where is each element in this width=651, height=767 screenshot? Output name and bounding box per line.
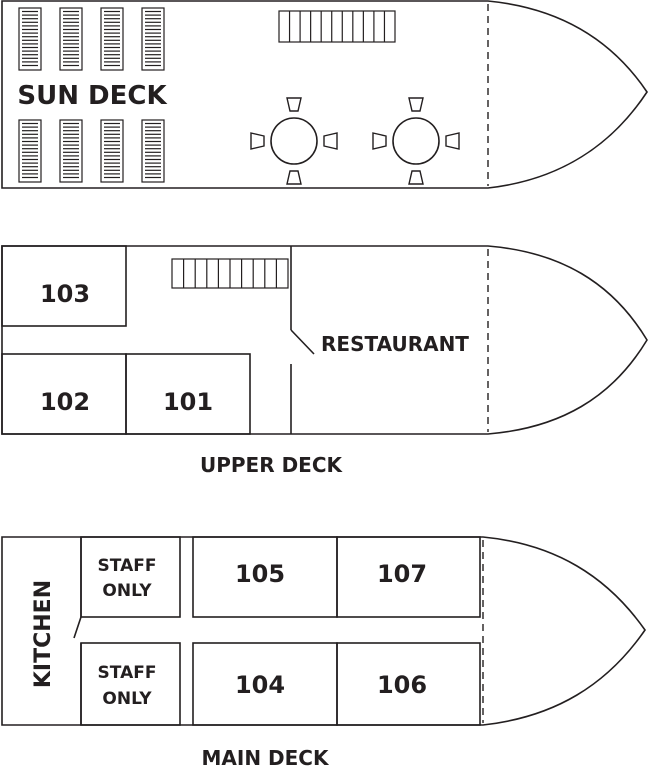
lounger-frame xyxy=(100,7,124,71)
sun-deck-stairs xyxy=(278,10,396,43)
sun-lounger xyxy=(141,7,165,71)
staff-room-top xyxy=(80,536,181,618)
chair-bottom xyxy=(408,170,424,185)
sun-deck-hull xyxy=(1,0,648,189)
sun-lounger xyxy=(100,119,124,183)
cabin-102-label: 102 xyxy=(40,388,90,416)
sun-lounger xyxy=(141,119,165,183)
main-deck: KITCHEN STAFF ONLY STAFF ONLY 105 107 10… xyxy=(1,536,646,767)
stair-frame xyxy=(278,10,396,43)
table-round xyxy=(392,117,440,165)
kitchen-label: KITCHEN xyxy=(31,580,56,688)
table-round xyxy=(270,117,318,165)
lounger-frame xyxy=(59,119,83,183)
cabin-101-label: 101 xyxy=(163,388,213,416)
staff-top-label-line1: STAFF xyxy=(98,556,157,576)
lounger-frame xyxy=(18,7,42,71)
staff-room-bottom xyxy=(80,642,181,726)
cabin-106 xyxy=(336,642,481,726)
chair-top xyxy=(286,97,302,112)
upper-deck-hull xyxy=(1,245,648,435)
chair-left xyxy=(250,132,265,150)
main-deck-title: MAIN DECK xyxy=(202,746,330,767)
lounger-frame xyxy=(100,119,124,183)
sun-lounger xyxy=(59,119,83,183)
cabin-103-label: 103 xyxy=(40,280,90,308)
lounger-frame xyxy=(141,7,165,71)
sun-lounger xyxy=(18,119,42,183)
cabin-107-label: 107 xyxy=(377,560,427,588)
sun-lounger xyxy=(100,7,124,71)
chair-right xyxy=(323,132,338,150)
upper-deck: 103 102 101 RESTAURANT UPPER DECK xyxy=(1,245,648,477)
staff-bottom-label-line2: ONLY xyxy=(102,689,152,709)
sun-deck: SUN DECK xyxy=(1,0,648,189)
sun-lounger xyxy=(59,7,83,71)
restaurant-door xyxy=(290,329,315,355)
sun-table-left xyxy=(250,97,338,185)
lounger-frame xyxy=(59,7,83,71)
restaurant-label: RESTAURANT xyxy=(321,332,469,356)
staff-top-label-line2: ONLY xyxy=(102,581,152,601)
main-deck-hull xyxy=(1,536,646,726)
sun-deck-title: SUN DECK xyxy=(17,81,167,111)
cabin-101 xyxy=(125,353,251,435)
cabin-105-label: 105 xyxy=(235,560,285,588)
upper-deck-stairs xyxy=(171,258,289,289)
cabin-104-label: 104 xyxy=(235,671,285,699)
cabin-103 xyxy=(1,245,127,327)
chair-left xyxy=(372,132,387,150)
cabin-106-label: 106 xyxy=(377,671,427,699)
upper-deck-title: UPPER DECK xyxy=(200,453,344,477)
cabin-107 xyxy=(336,536,481,618)
lounger-frame xyxy=(18,119,42,183)
chair-right xyxy=(445,132,460,150)
staff-bottom-label-line1: STAFF xyxy=(98,663,157,683)
chair-bottom xyxy=(286,170,302,185)
lounger-frame xyxy=(141,119,165,183)
kitchen-door xyxy=(73,616,82,639)
sun-table-right xyxy=(372,97,460,185)
sun-loungers-top xyxy=(18,7,165,71)
sun-lounger xyxy=(18,7,42,71)
chair-top xyxy=(408,97,424,112)
sun-loungers-bottom xyxy=(18,119,165,183)
